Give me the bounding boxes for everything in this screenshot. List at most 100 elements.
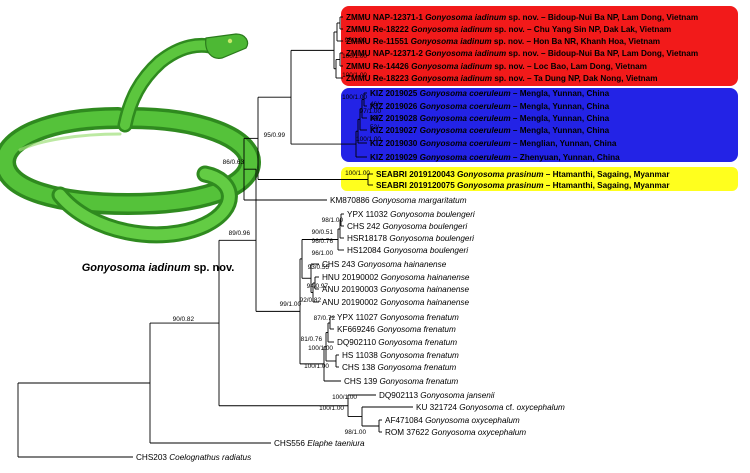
tip-locality: – Chu Yang Sin NP, Dak Lak, Vietnam xyxy=(525,25,672,34)
tip-epithet: prasinum xyxy=(506,170,544,179)
tip-code: SEABRI 2019120043 xyxy=(376,170,457,179)
tip-locality: – Mengla, Yunnan, China xyxy=(511,102,610,111)
tip-genus: Coelognathus xyxy=(169,453,222,462)
tip-genus: Gonyosoma xyxy=(420,139,470,148)
support-value: 95/0.99 xyxy=(264,132,286,139)
tip-label: KM870886 Gonyosoma margaritatum xyxy=(330,196,467,205)
tip-label: CHS 242 Gonyosoma boulengeri xyxy=(347,222,467,231)
tip-label: SEABRI 2019120043 Gonyosoma prasinum – H… xyxy=(376,170,670,179)
tip-genus: Gonyosoma xyxy=(420,89,470,98)
tip-locality: – Mengla, Yunnan, China xyxy=(511,89,610,98)
tip-locality: – Ta Dung NP, Dak Nong, Vietnam xyxy=(525,74,658,83)
tip-epithet: oxycephalum xyxy=(517,403,565,412)
support-value: 98/1.00 xyxy=(322,217,344,224)
support-values: 95/1.00100/1.00100/1.00100/1.0046/-97/1.… xyxy=(173,37,382,436)
tip-genus: Gonyosoma xyxy=(420,102,470,111)
tip-code: KIZ 2019026 xyxy=(370,102,420,111)
tip-epithet: frenatum xyxy=(425,338,457,347)
tip-epithet: taeniura xyxy=(335,439,365,448)
tip-code: KU 321724 xyxy=(416,403,459,412)
tip-code: CHS 138 xyxy=(342,363,378,372)
support-value: 100/1.00 xyxy=(342,94,367,101)
support-value: 46/- xyxy=(370,101,381,108)
support-value: 94/0.97 xyxy=(307,283,329,290)
tip-label: ZMMU Re-18223 Gonyosoma iadinum sp. nov.… xyxy=(346,74,658,83)
tip-epithet: oxycephalum xyxy=(471,416,519,425)
tip-label: CHS 243 Gonyosoma hainanense xyxy=(322,260,447,269)
tip-genus: Gonyosoma xyxy=(378,338,424,347)
tip-code: KIZ 2019029 xyxy=(370,153,420,162)
tip-label: YPX 11032 Gonyosoma boulengeri xyxy=(347,210,475,219)
tip-code: KF669246 xyxy=(337,325,377,334)
tip-genus: Gonyosoma xyxy=(381,273,427,282)
tip-label: KIZ 2019029 Gonyosoma coeruleum – Zhenyu… xyxy=(370,153,620,162)
support-value: 100/1.00 xyxy=(356,136,381,143)
support-value: 100/1.00 xyxy=(332,394,357,401)
clade-box-iadinum xyxy=(341,6,738,86)
support-value: 86/0.63 xyxy=(223,159,245,166)
tip-qual: sp. nov. xyxy=(492,25,525,34)
tip-epithet: frenatum xyxy=(426,377,458,386)
tip-code: HNU 20190002 xyxy=(322,273,381,282)
tip-qual: cf. xyxy=(506,403,517,412)
tip-locality: – Loc Bao, Lam Dong, Vietnam xyxy=(525,62,647,71)
tip-code: ZMMU Re-14426 xyxy=(346,62,411,71)
tip-genus: Gonyosoma xyxy=(358,260,404,269)
tip-epithet: boulengeri xyxy=(437,210,475,219)
tip-epithet: frenatum xyxy=(423,325,455,334)
tip-label: ANU 20190002 Gonyosoma hainanense xyxy=(322,298,469,307)
tip-epithet: frenatum xyxy=(424,363,456,372)
tip-label: CHS 138 Gonyosoma frenatum xyxy=(342,363,456,372)
tip-epithet: hainanense xyxy=(404,260,447,269)
clade-box-coeruleum xyxy=(341,88,738,162)
support-value: 93/0.55 xyxy=(308,264,330,271)
tip-code: ZMMU Re-18223 xyxy=(346,74,411,83)
tip-code: CHS556 xyxy=(274,439,307,448)
tip-genus: Gonyosoma xyxy=(431,428,477,437)
support-value: 100/1.00 xyxy=(345,170,370,177)
support-value: 96/1.00 xyxy=(312,250,334,257)
tip-epithet: frenatum xyxy=(427,351,459,360)
tip-epithet: jansenii xyxy=(466,391,495,400)
tip-code: ROM 37622 xyxy=(385,428,431,437)
tip-genus: Gonyosoma xyxy=(378,363,424,372)
tip-code: HSR18178 xyxy=(347,234,389,243)
tip-label: ZMMU Re-18222 Gonyosoma iadinum sp. nov.… xyxy=(346,25,671,34)
tip-locality: – Bidoup-Nui Ba NP, Lam Dong, Vietnam xyxy=(539,49,698,58)
support-value: 100/1.00 xyxy=(342,72,367,79)
tip-label: ZMMU Re-11551 Gonyosoma iadinum sp. nov.… xyxy=(346,37,660,46)
tip-genus: Gonyosoma xyxy=(380,313,426,322)
tip-epithet: coeruleum xyxy=(469,126,510,135)
tip-genus: Gonyosoma xyxy=(380,377,426,386)
tip-code: DQ902110 xyxy=(337,338,378,347)
tip-epithet: prasinum xyxy=(506,181,544,190)
tip-label: DQ902110 Gonyosoma frenatum xyxy=(337,338,457,347)
tip-genus: Gonyosoma xyxy=(457,170,507,179)
tip-genus: Gonyosoma xyxy=(383,246,429,255)
tip-qual: sp. nov. xyxy=(492,74,525,83)
tip-label: ANU 20190003 Gonyosoma hainanense xyxy=(322,285,469,294)
tip-label: HNU 20190002 Gonyosoma hainanense xyxy=(322,273,470,282)
tip-genus: Gonyosoma xyxy=(420,126,470,135)
tip-genus: Gonyosoma xyxy=(459,403,505,412)
tip-epithet: boulengeri xyxy=(436,234,474,243)
tip-epithet: coeruleum xyxy=(469,139,510,148)
tip-qual: sp. nov. xyxy=(506,13,539,22)
green-snake-photo xyxy=(0,33,262,244)
tip-locality: – Mengla, Yunnan, China xyxy=(511,126,610,135)
tip-locality: – Htamanthi, Sagaing, Myanmar xyxy=(543,170,670,179)
tip-code: HS 11038 xyxy=(342,351,380,360)
tip-genus: Gonyosoma xyxy=(425,49,475,58)
tip-label: KIZ 2019027 Gonyosoma coeruleum – Mengla… xyxy=(370,126,610,135)
support-value: 34/- xyxy=(370,115,381,122)
tip-epithet: boulengeri xyxy=(429,222,467,231)
tip-code: YPX 11032 xyxy=(347,210,390,219)
tip-locality: – Htamanthi, Sagaing, Myanmar xyxy=(543,181,670,190)
tip-epithet: hainanense xyxy=(427,285,470,294)
support-value: 100/1.00 xyxy=(304,363,329,370)
tip-label: ZMMU NAP-12371-1 Gonyosoma iadinum sp. n… xyxy=(346,13,698,22)
support-value: 95/1.00 xyxy=(345,37,367,44)
tip-genus: Gonyosoma xyxy=(411,62,461,71)
tip-code: CHS 243 xyxy=(322,260,358,269)
